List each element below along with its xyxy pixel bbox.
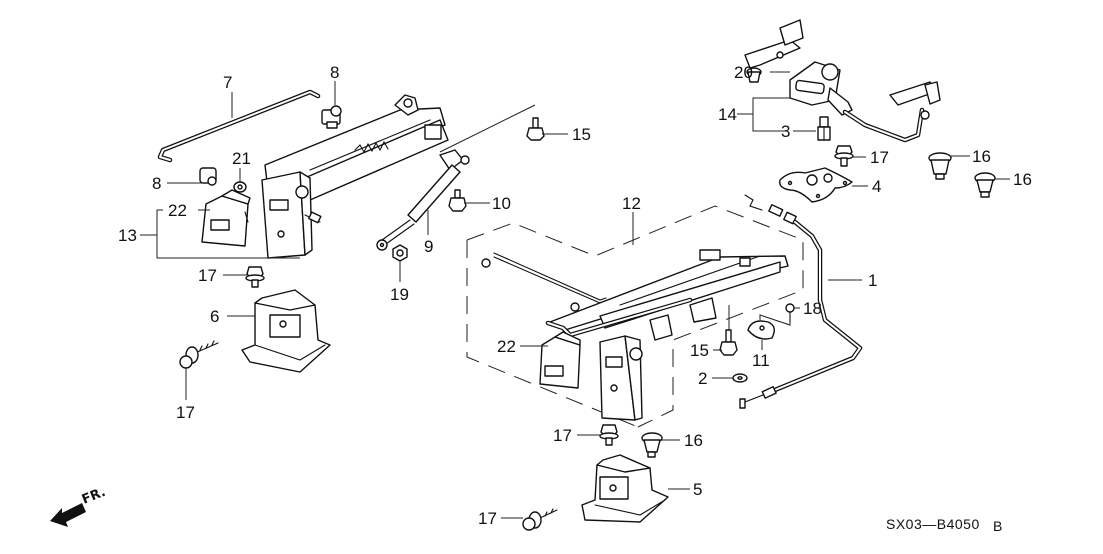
rail-assembly-left xyxy=(261,94,449,259)
callout-22-left: 22 xyxy=(168,201,187,220)
diagram-revision: B xyxy=(993,518,1003,534)
callout-12: 12 xyxy=(622,194,641,213)
part-9-gas-strut xyxy=(376,149,470,251)
part-11-cap xyxy=(747,320,775,340)
part-1-cable xyxy=(739,194,863,409)
part-17-bolt-d xyxy=(599,424,619,446)
callout-13: 13 xyxy=(118,226,137,245)
callout-2: 2 xyxy=(698,369,707,388)
part-8-clip-lower xyxy=(199,167,217,186)
callout-8-upper: 8 xyxy=(330,63,339,82)
callout-15-upper: 15 xyxy=(572,125,591,144)
callout-1: 1 xyxy=(868,271,877,290)
part-4-plate xyxy=(779,167,853,203)
part-17-bolt-c xyxy=(834,145,854,167)
callout-17-c: 17 xyxy=(870,148,889,167)
front-direction-indicator: FR. xyxy=(50,485,108,527)
part-15-bolt-upper xyxy=(526,117,545,141)
part-16-clip-a xyxy=(928,152,952,180)
callout-16-a: 16 xyxy=(972,147,991,166)
part-16-clip-b xyxy=(974,172,996,198)
leader-lines xyxy=(140,71,1010,519)
part-6-bracket xyxy=(241,289,331,373)
callout-18: 18 xyxy=(803,299,822,318)
part-7-rod xyxy=(157,89,321,163)
callout-11: 11 xyxy=(752,351,770,370)
front-label: FR. xyxy=(80,485,108,508)
part-3-stud xyxy=(817,116,831,141)
part-16-clip-c xyxy=(641,432,663,458)
part-22-cover-center xyxy=(539,331,581,389)
callout-17-e: 17 xyxy=(478,509,497,528)
part-17-bolt-a xyxy=(245,266,265,288)
part-20-cap xyxy=(746,67,762,83)
part-17-bolt-e xyxy=(522,508,558,531)
callout-16-b: 16 xyxy=(1013,170,1032,189)
callout-9: 9 xyxy=(424,237,433,256)
callout-21: 21 xyxy=(232,149,251,168)
callout-22-center: 22 xyxy=(497,337,516,356)
callout-15-lower: 15 xyxy=(690,341,709,360)
callout-5: 5 xyxy=(693,480,702,499)
diagram-code: SX03—B4050 xyxy=(886,516,980,532)
callout-17-b: 17 xyxy=(176,403,195,422)
callout-17-a: 17 xyxy=(198,266,217,285)
callout-14: 14 xyxy=(718,105,737,124)
callout-7: 7 xyxy=(223,73,232,92)
callout-8-lower: 8 xyxy=(152,174,161,193)
part-22-cover-left xyxy=(201,189,251,247)
part-5-bracket xyxy=(581,454,669,523)
part-12-rail-assembly xyxy=(466,205,804,428)
callout-3: 3 xyxy=(781,122,790,141)
part-19-nut xyxy=(392,244,408,262)
diagram-code-block: SX03—B4050 B xyxy=(886,516,1003,534)
part-8-clip-upper xyxy=(321,105,342,129)
part-17-bolt-b xyxy=(179,340,219,369)
callout-20: 20 xyxy=(734,63,753,82)
part-2-washer xyxy=(732,373,748,383)
part-15-bolt-lower xyxy=(719,329,738,356)
callout-6: 6 xyxy=(210,307,219,326)
callout-4: 4 xyxy=(872,177,881,196)
part-10-bolt xyxy=(448,189,467,212)
front-arrow-icon xyxy=(50,503,86,527)
callout-17-d: 17 xyxy=(553,426,572,445)
callout-16-c: 16 xyxy=(684,431,703,450)
callout-10: 10 xyxy=(492,194,511,213)
part-14-height-adjuster xyxy=(744,19,941,143)
callout-19: 19 xyxy=(390,285,409,304)
part-21-washer xyxy=(233,181,247,193)
callout-labels: 1 2 3 4 5 6 7 8 8 9 10 11 12 13 14 15 15… xyxy=(118,63,1032,528)
